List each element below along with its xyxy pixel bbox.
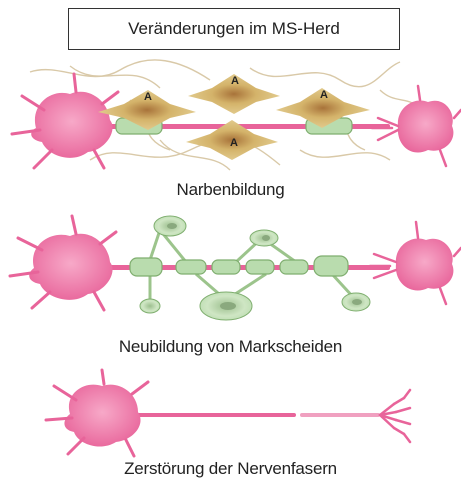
astrocyte-label: A — [230, 137, 238, 149]
neuron-cell-body-left — [10, 216, 116, 310]
caption-scar-formation: Narbenbildung — [0, 180, 461, 200]
title-text: Veränderungen im MS-Herd — [128, 19, 340, 39]
remyelination-illustration — [0, 210, 461, 330]
astrocyte: A — [188, 74, 280, 114]
neuron-cell-body-right — [370, 222, 461, 304]
title-box: Veränderungen im MS-Herd — [68, 8, 400, 50]
caption-remyelination: Neubildung von Markscheiden — [0, 337, 461, 357]
caption-fiber-destruction: Zerstörung der Nervenfasern — [0, 459, 461, 479]
astrocyte-label: A — [320, 89, 328, 101]
oligodendrocyte — [342, 293, 370, 311]
oligodendrocyte — [200, 292, 252, 320]
oligodendrocyte — [154, 216, 186, 236]
fiber-destruction-illustration — [0, 370, 461, 460]
oligodendrocyte — [140, 299, 160, 313]
axon-terminal — [380, 390, 410, 442]
astrocyte: A — [276, 88, 370, 128]
oligodendrocyte — [250, 230, 278, 246]
axon-segment-degenerated — [300, 413, 380, 417]
scar-formation-illustration: A A A A — [0, 58, 461, 180]
astrocyte-label: A — [231, 75, 239, 87]
neuron-cell-body-left — [46, 370, 148, 456]
astrocyte-label: A — [144, 91, 152, 103]
